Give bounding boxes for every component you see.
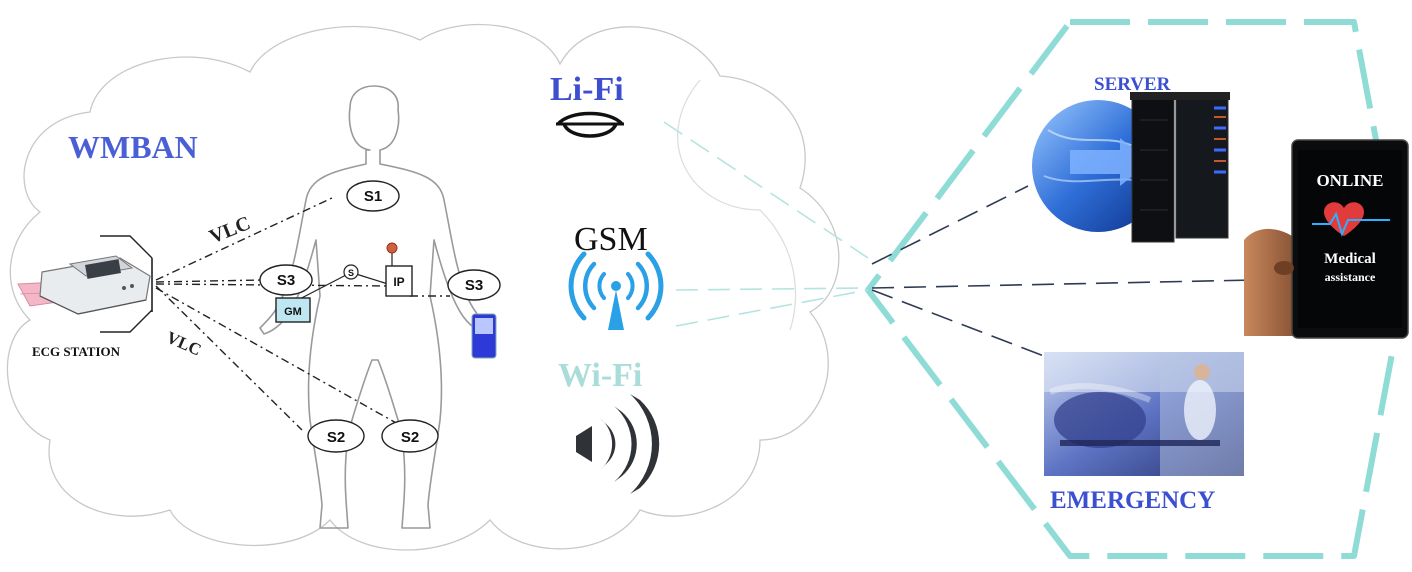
sensor-s3-left: S3 (259, 264, 313, 296)
wifi-label: Wi-Fi (558, 357, 642, 394)
sensor-s-small: S (343, 264, 359, 280)
svg-text:S2: S2 (401, 429, 419, 446)
vlc-links (155, 197, 450, 431)
lamp-icon (556, 111, 624, 138)
svg-text:S3: S3 (465, 277, 483, 294)
svg-text:GM: GM (284, 306, 302, 318)
sensor-ip: IP (385, 242, 413, 297)
sensor-s2-left: S2 (307, 419, 365, 453)
ip-indicator-icon (386, 242, 398, 254)
ecg-machine-icon (17, 235, 153, 333)
svg-text:S3: S3 (277, 272, 295, 289)
antenna-icon (568, 251, 664, 330)
vlc-top-label: VLC (206, 212, 253, 248)
wmban-label: WMBAN (68, 129, 198, 165)
svg-text:S: S (348, 268, 354, 278)
lifi-label: Li-Fi (550, 71, 624, 108)
server-label: SERVER (1094, 74, 1171, 95)
uplink-lines (663, 121, 1255, 357)
wifi-signal-icon (576, 394, 660, 494)
emergency-label: EMERGENCY (1050, 487, 1215, 514)
sensor-s2-right: S2 (381, 419, 439, 453)
wrist-phone-icon (471, 313, 497, 359)
phone-medical-label: Medical (1324, 251, 1376, 267)
sensor-s1: S1 (346, 180, 400, 212)
svg-text:S2: S2 (327, 429, 345, 446)
svg-text:IP: IP (393, 275, 404, 289)
ecg-station-label: ECG STATION (32, 344, 121, 359)
gsm-label: GSM (574, 221, 648, 258)
server-globe-icon (1032, 92, 1230, 243)
smartphone-icon (1244, 139, 1409, 339)
vlc-bottom-label: VLC (164, 328, 205, 360)
sensor-s3-right: S3 (447, 269, 501, 301)
phone-assistance-label: assistance (1325, 270, 1376, 284)
hospital-photo-icon (1044, 352, 1244, 476)
svg-text:S1: S1 (364, 188, 382, 205)
sensor-gm: GM (275, 297, 311, 323)
cloud-inner-curve (677, 79, 797, 331)
phone-online-label: ONLINE (1316, 171, 1383, 190)
wban-cloud (6, 24, 840, 551)
